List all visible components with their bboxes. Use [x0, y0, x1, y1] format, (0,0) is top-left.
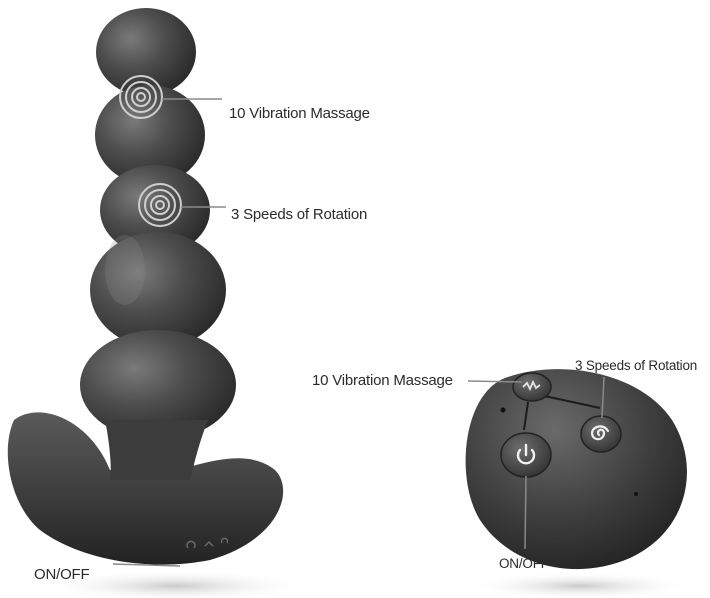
spiral-icon: [590, 425, 610, 441]
remote-body: [465, 369, 687, 570]
remote-callout-vibration-massage: 10 Vibration Massage: [312, 372, 453, 389]
remote-callout-line-rotation: [601, 376, 605, 419]
remote-callout-on-off: ON/OFF: [499, 556, 549, 571]
bead-3: [100, 165, 210, 255]
main-device: [7, 8, 284, 567]
main-device-shadow: [40, 570, 310, 598]
device-base: [7, 412, 284, 565]
remote-dot-right: [634, 492, 638, 496]
wave-icon: [522, 379, 541, 392]
callout-vibration-massage: 10 Vibration Massage: [229, 105, 370, 122]
power-icon: [516, 443, 536, 465]
bead-2: [95, 85, 205, 185]
remote-seam: [523, 394, 601, 431]
device-neck: [105, 420, 208, 480]
vibration-button[interactable]: [512, 372, 552, 402]
vibration-rings-icon: [119, 75, 163, 119]
remote-callout-line-vibration: [467, 380, 523, 383]
bead-highlight: [105, 235, 145, 305]
remote-callout-speeds-rotation: 3 Speeds of Rotation: [575, 358, 698, 373]
power-button[interactable]: [500, 432, 552, 478]
rotation-rings-icon: [138, 183, 182, 227]
base-button-marks: [186, 537, 229, 549]
callout-speeds-rotation: 3 Speeds of Rotation: [231, 206, 368, 223]
bead-4: [90, 232, 226, 348]
remote-control: [465, 369, 687, 570]
rotation-button[interactable]: [580, 415, 622, 453]
remote-callout-line-power: [524, 475, 527, 550]
remote-dot-left: [500, 407, 506, 413]
bead-5: [80, 330, 236, 440]
bead-top: [96, 8, 196, 96]
remote-shadow: [465, 572, 695, 598]
callout-on-off: ON/OFF: [34, 566, 90, 583]
callout-line-power: [112, 563, 181, 567]
